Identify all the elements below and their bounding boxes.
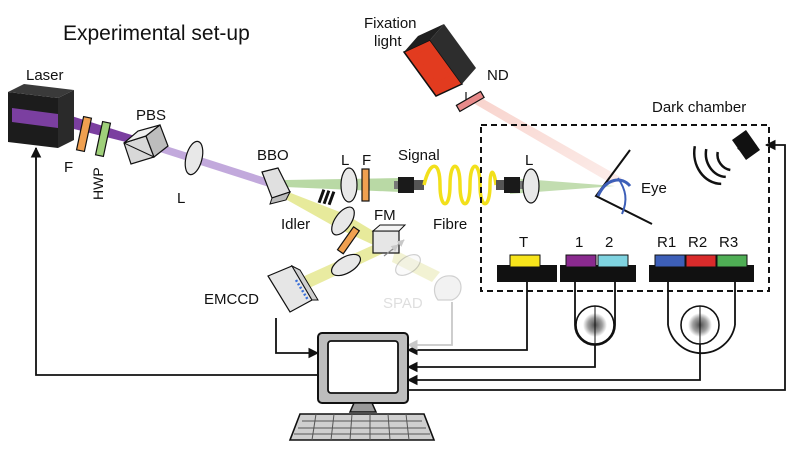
- button-r2-label: R2: [688, 234, 707, 251]
- fibre-coupler-out: [496, 177, 524, 193]
- pbs-label: PBS: [136, 107, 166, 124]
- bbo-label: BBO: [257, 147, 289, 164]
- hwp-label: HWP: [90, 167, 106, 200]
- button-t-label: T: [519, 234, 528, 251]
- emccd-camera: EMCCD: [204, 264, 319, 313]
- button-1[interactable]: [565, 254, 597, 268]
- button-r1-label: R1: [657, 234, 676, 251]
- junction-2: [680, 305, 720, 345]
- half-wave-plate: HWP: [90, 120, 112, 200]
- beam-block: [317, 189, 336, 206]
- nd-filter: ND: [455, 67, 509, 113]
- fixation-beam: [468, 96, 622, 184]
- laser-label: Laser: [26, 67, 64, 84]
- button-r1[interactable]: [654, 254, 686, 268]
- button-r3-label: R3: [719, 234, 738, 251]
- fm-label: FM: [374, 207, 396, 224]
- lens-l3: L: [522, 152, 540, 204]
- fibre-coupler-in: [394, 177, 424, 193]
- signal-label: Signal: [398, 147, 440, 164]
- fixation-light: Fixation light: [364, 15, 476, 97]
- button-2-label: 2: [605, 234, 613, 251]
- filter-f2-label: F: [362, 152, 371, 169]
- eye: Eye: [594, 149, 667, 225]
- filter-f-label: F: [64, 159, 73, 176]
- nd-label: ND: [487, 67, 509, 84]
- idler-beam-spad: [392, 250, 440, 282]
- laser-source: Laser: [8, 67, 74, 148]
- fixation-label-line1: Fixation: [364, 15, 417, 32]
- computer: [288, 332, 436, 441]
- eye-label: Eye: [641, 180, 667, 197]
- polarizing-beam-splitter: PBS: [123, 107, 169, 165]
- wiring: [30, 139, 786, 391]
- lens-l2-label: L: [341, 152, 349, 169]
- spad-label: SPAD: [383, 295, 423, 312]
- laser-beam: [62, 113, 138, 145]
- dark-chamber-box: [480, 124, 770, 292]
- filter-f2: F: [361, 152, 371, 202]
- junction-1: [575, 305, 615, 345]
- emccd-label: EMCCD: [204, 291, 259, 308]
- response-box-r: R1 R2 R3: [649, 234, 754, 282]
- spad-wire: [406, 302, 453, 351]
- bbo-crystal: BBO: [257, 147, 291, 205]
- pump-beam: [138, 137, 272, 188]
- lens-l3-label: L: [525, 152, 533, 169]
- idler-arm-optics: [330, 206, 362, 277]
- button-r3[interactable]: [716, 254, 748, 268]
- filter-f: F: [64, 115, 93, 176]
- diagram-title: Experimental set-up: [63, 22, 250, 45]
- flip-mirror: FM: [371, 207, 407, 257]
- fixation-label-line2: light: [374, 33, 402, 50]
- speaker-icon: [693, 130, 760, 186]
- response-box-12: 1 2: [560, 234, 636, 282]
- button-t[interactable]: [509, 254, 541, 268]
- fibre-label: Fibre: [433, 216, 467, 233]
- idler-label: Idler: [281, 216, 310, 233]
- fibre-coil: [422, 164, 498, 206]
- lens-l2: L: [340, 152, 358, 203]
- lens-l1-label: L: [177, 190, 185, 207]
- button-2[interactable]: [597, 254, 629, 268]
- response-box-t: T: [497, 234, 557, 282]
- button-1-label: 1: [575, 234, 583, 251]
- button-r2[interactable]: [685, 254, 717, 268]
- dark-chamber-label: Dark chamber: [652, 99, 746, 116]
- idler-beam: [280, 190, 385, 248]
- lens-l1: L: [177, 140, 204, 207]
- spad-detector: SPAD: [383, 254, 462, 312]
